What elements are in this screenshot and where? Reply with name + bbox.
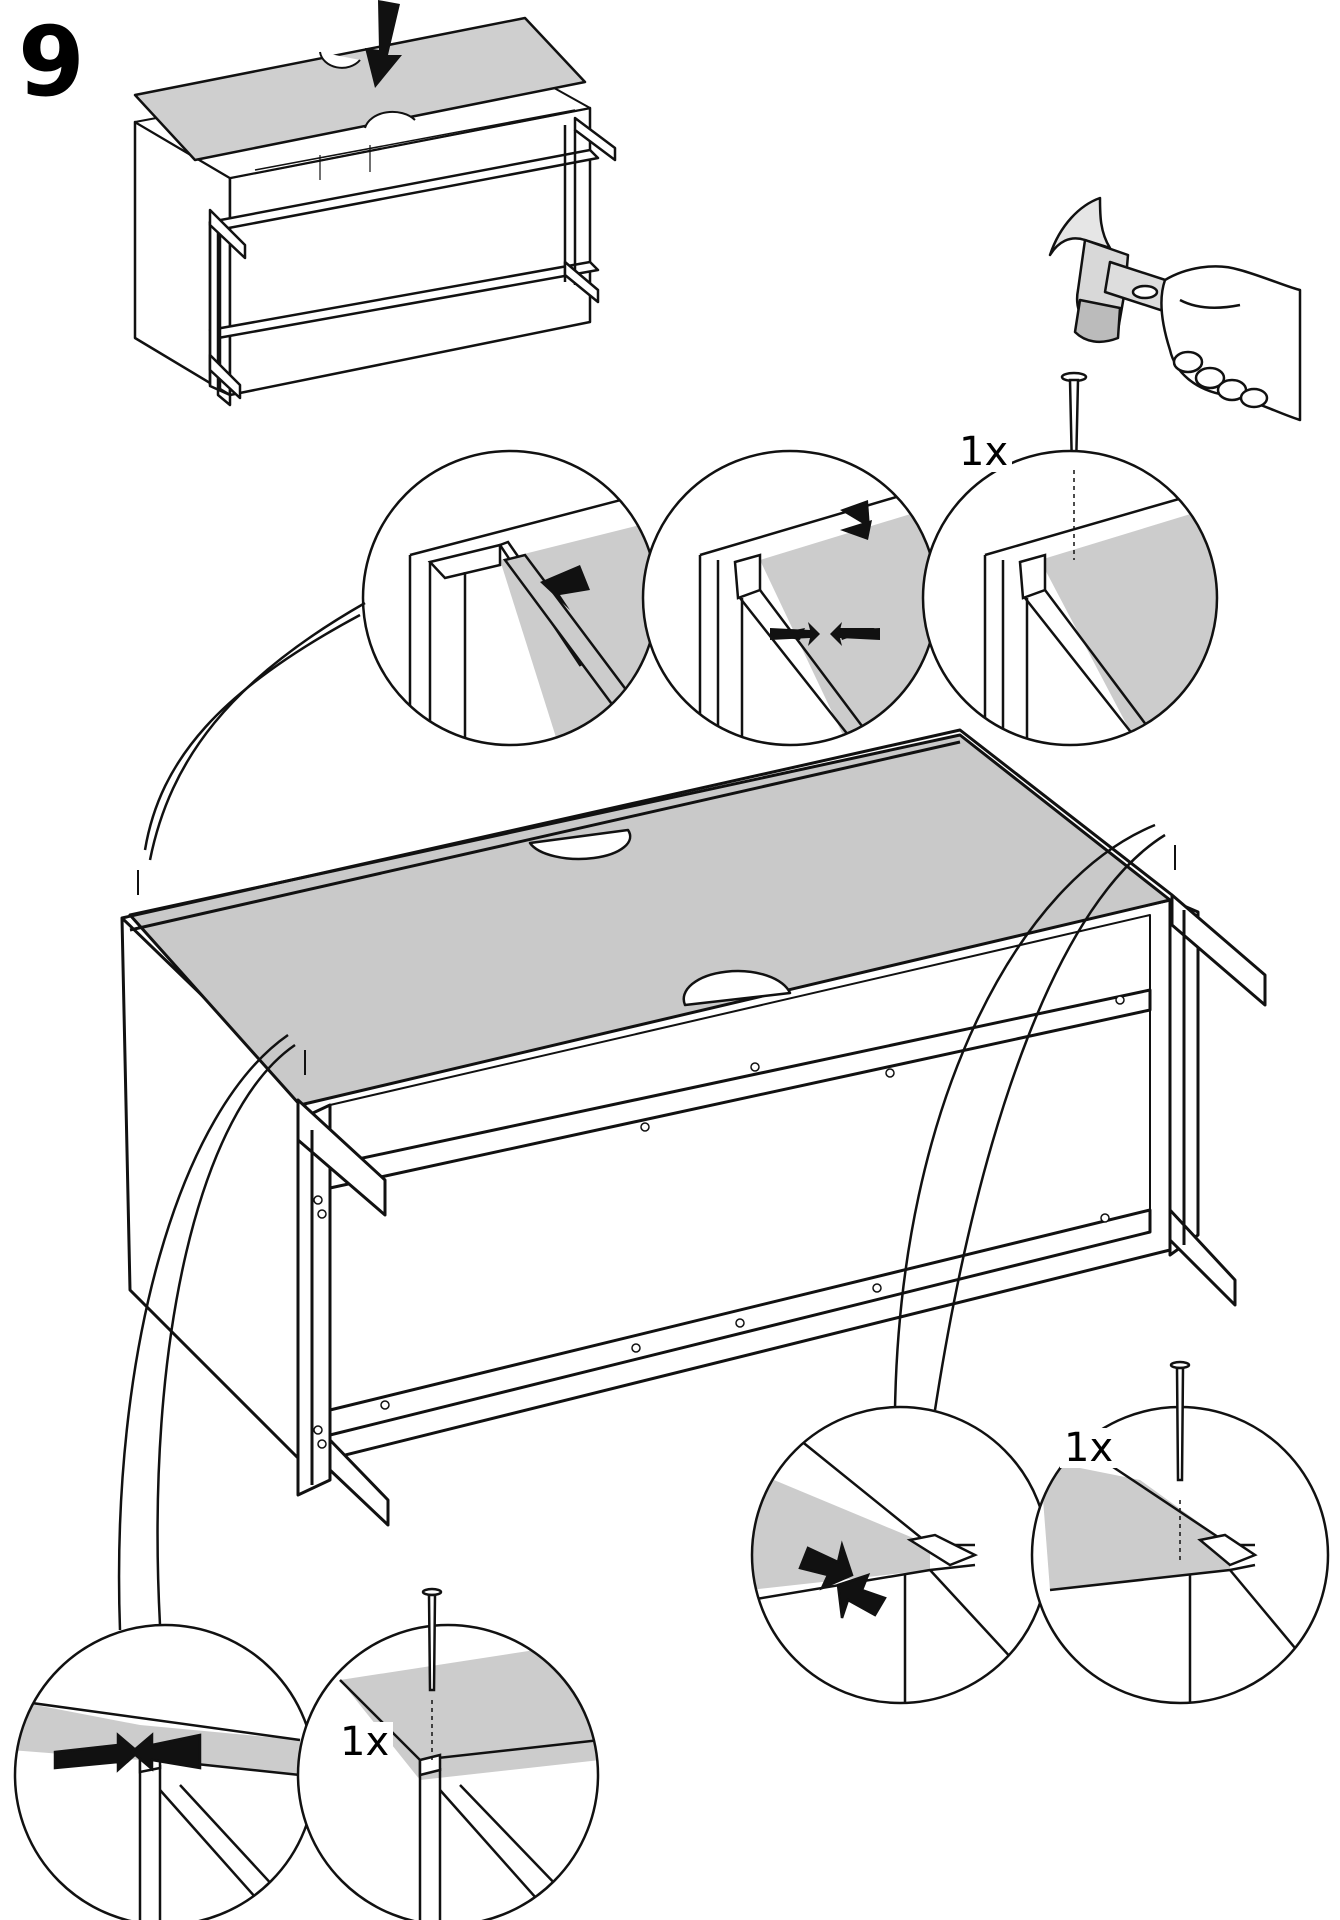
quantity-label-left: 1x [336,1722,394,1762]
main-cabinet [120,728,1267,1527]
down-arrow-icon [365,0,402,88]
push-arrow-icon [540,565,590,610]
detail-circle-1 [363,451,657,745]
overview-top-panel [133,16,587,162]
detail-circle-2 [643,451,937,745]
squeeze-arrows-icon [770,500,880,646]
overview-drawing [133,0,617,407]
magnifier-circle-icon [296,1623,600,1920]
quantity-label-top: 1x [955,432,1013,472]
quantity-label-right: 1x [1060,1428,1118,1468]
detail-circle-6 [752,1407,1048,1703]
step-number: 9 [18,6,85,118]
detail-circle-4 [15,1625,315,1920]
nail-icon [1169,1360,1191,1482]
hand-illustration [1160,265,1302,422]
detail-circle-5 [298,1625,598,1920]
magnifier-circle-icon [921,449,1219,747]
detail-circle-3 [923,451,1217,745]
nail-icon [421,1587,443,1692]
leader-lines [117,601,1166,1631]
